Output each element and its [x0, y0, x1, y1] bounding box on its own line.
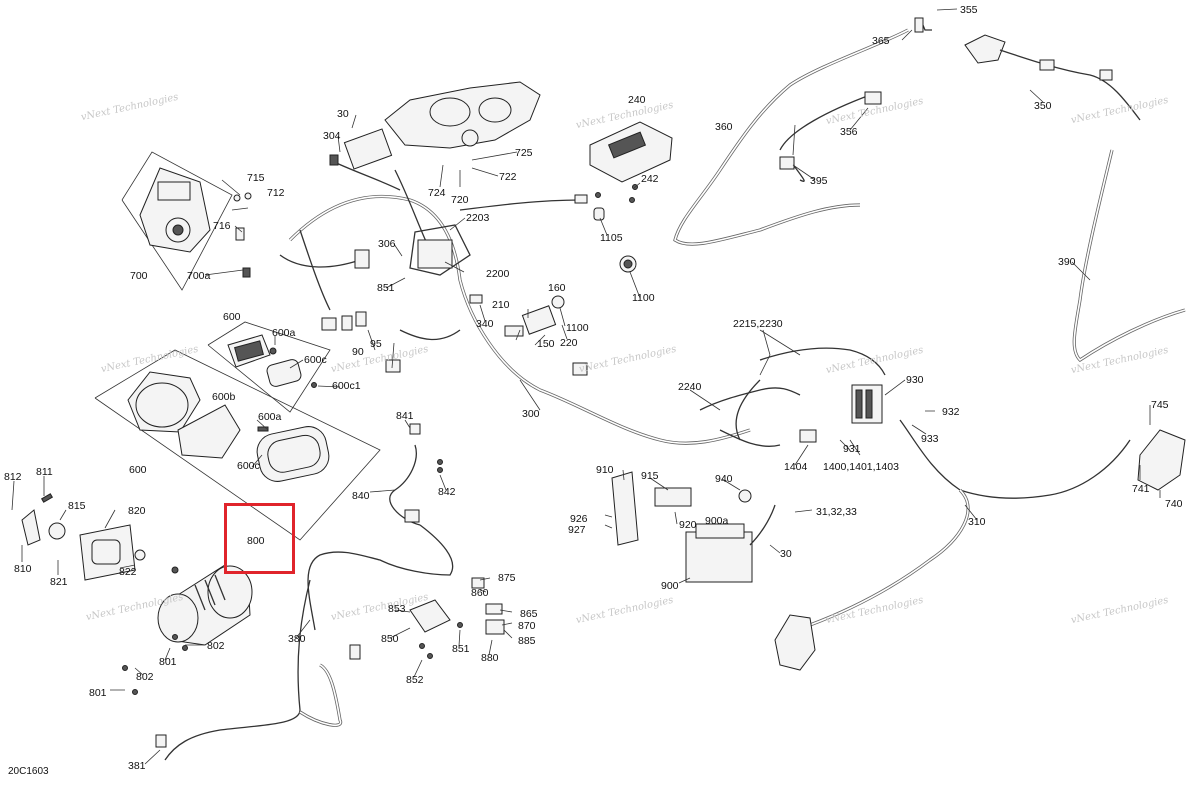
part-label[interactable]: 745 [1151, 399, 1169, 411]
part-label[interactable]: 1100 [632, 292, 655, 304]
part-label[interactable]: 900 [661, 580, 679, 592]
part-label[interactable]: 390 [1058, 256, 1076, 268]
part-label[interactable]: 95 [370, 338, 382, 350]
part-label[interactable]: 355 [960, 4, 978, 16]
part-label[interactable]: 927 [568, 524, 586, 536]
part-label[interactable]: 725 [515, 147, 533, 159]
part-label[interactable]: 870 [518, 620, 536, 632]
part-label[interactable]: 720 [451, 194, 469, 206]
part-label[interactable]: 716 [213, 220, 231, 232]
part-label[interactable]: 600 [129, 464, 147, 476]
part-label[interactable]: 381 [128, 760, 146, 772]
part-label[interactable]: 853 [388, 603, 406, 615]
part-label[interactable]: 2200 [486, 268, 510, 280]
part-label[interactable]: 2215,2230 [733, 318, 783, 330]
part-label[interactable]: 811 [36, 466, 53, 478]
part-label[interactable]: 915 [641, 470, 659, 482]
part-label[interactable]: 933 [921, 433, 939, 445]
part-label[interactable]: 150 [537, 338, 555, 350]
part-label[interactable]: 600c [304, 354, 327, 366]
part-label[interactable]: 340 [476, 318, 494, 330]
part-label[interactable]: 600b [212, 391, 236, 403]
part-label[interactable]: 360 [715, 121, 733, 133]
part-label[interactable]: 850 [381, 633, 399, 645]
part-label[interactable]: 380 [288, 633, 306, 645]
part-label[interactable]: 600c1 [332, 380, 361, 392]
part-label[interactable]: 395 [810, 175, 828, 187]
part-label[interactable]: 240 [628, 94, 646, 106]
part-label[interactable]: 2203 [466, 212, 490, 224]
part-label[interactable]: 31,32,33 [816, 506, 857, 518]
part-label[interactable]: 722 [499, 171, 517, 183]
part-label[interactable]: 741 [1132, 483, 1150, 495]
part-label[interactable]: 930 [906, 374, 924, 386]
part-label[interactable]: 880 [481, 652, 499, 664]
part-label[interactable]: 242 [641, 173, 659, 185]
part-label[interactable]: 1105 [600, 232, 623, 244]
part-label[interactable]: 724 [428, 187, 446, 199]
highlight-box [224, 503, 295, 574]
part-label[interactable]: 600 [223, 311, 241, 323]
part-label[interactable]: 940 [715, 473, 733, 485]
part-label[interactable]: 700 [130, 270, 148, 282]
part-label[interactable]: 910 [596, 464, 614, 476]
part-label[interactable]: 842 [438, 486, 456, 498]
part-label[interactable]: 600a [272, 327, 296, 339]
part-label[interactable]: 30 [337, 108, 349, 120]
part-label[interactable]: 715 [247, 172, 265, 184]
part-label[interactable]: 851 [377, 282, 395, 294]
part-label[interactable]: 160 [548, 282, 566, 294]
part-label[interactable]: 812 [4, 471, 22, 483]
part-label[interactable]: 851 [452, 643, 470, 655]
part-label[interactable]: 860 [471, 587, 489, 599]
part-label[interactable]: 90 [352, 346, 364, 358]
part-label[interactable]: 350 [1034, 100, 1052, 112]
part-label[interactable]: 885 [518, 635, 536, 647]
part-label[interactable]: 920 [679, 519, 697, 531]
part-label[interactable]: 365 [872, 35, 890, 47]
part-label[interactable]: 840 [352, 490, 370, 502]
part-label[interactable]: 740 [1165, 498, 1183, 510]
part-label[interactable]: 2240 [678, 381, 702, 393]
part-label[interactable]: 801 [89, 687, 107, 699]
part-label[interactable]: 30 [780, 548, 792, 560]
part-label[interactable]: 1100 [566, 322, 589, 334]
part-label[interactable]: 1404 [784, 461, 808, 473]
drawing-code: 20C1603 [8, 766, 49, 777]
part-label[interactable]: 820 [128, 505, 146, 517]
part-label[interactable]: 712 [267, 187, 285, 199]
part-label[interactable]: 822 [119, 566, 137, 578]
part-label[interactable]: 304 [323, 130, 341, 142]
part-label[interactable]: 800 [247, 535, 265, 547]
part-label[interactable]: 841 [396, 410, 414, 422]
part-label[interactable]: 600a [258, 411, 282, 423]
part-label[interactable]: 865 [520, 608, 538, 620]
part-label[interactable]: 852 [406, 674, 424, 686]
part-label[interactable]: 1400,1401,1403 [823, 461, 899, 473]
part-label[interactable]: 306 [378, 238, 396, 250]
part-label[interactable]: 700a [187, 270, 211, 282]
part-label[interactable]: 356 [840, 126, 858, 138]
part-label[interactable]: 600c [237, 460, 260, 472]
part-label[interactable]: 220 [560, 337, 578, 349]
part-label[interactable]: 875 [498, 572, 516, 584]
part-label[interactable]: 802 [136, 671, 154, 683]
part-label[interactable]: 802 [207, 640, 225, 652]
part-label[interactable]: 900a [705, 515, 729, 527]
part-label[interactable]: 931 [843, 443, 861, 455]
part-label[interactable]: 926 [570, 513, 588, 525]
part-label[interactable]: 210 [492, 299, 510, 311]
part-label[interactable]: 310 [968, 516, 986, 528]
part-label[interactable]: 300 [522, 408, 540, 420]
part-label[interactable]: 815 [68, 500, 86, 512]
part-label[interactable]: 810 [14, 563, 32, 575]
part-label[interactable]: 932 [942, 406, 960, 418]
part-label[interactable]: 821 [50, 576, 68, 588]
part-label[interactable]: 801 [159, 656, 177, 668]
